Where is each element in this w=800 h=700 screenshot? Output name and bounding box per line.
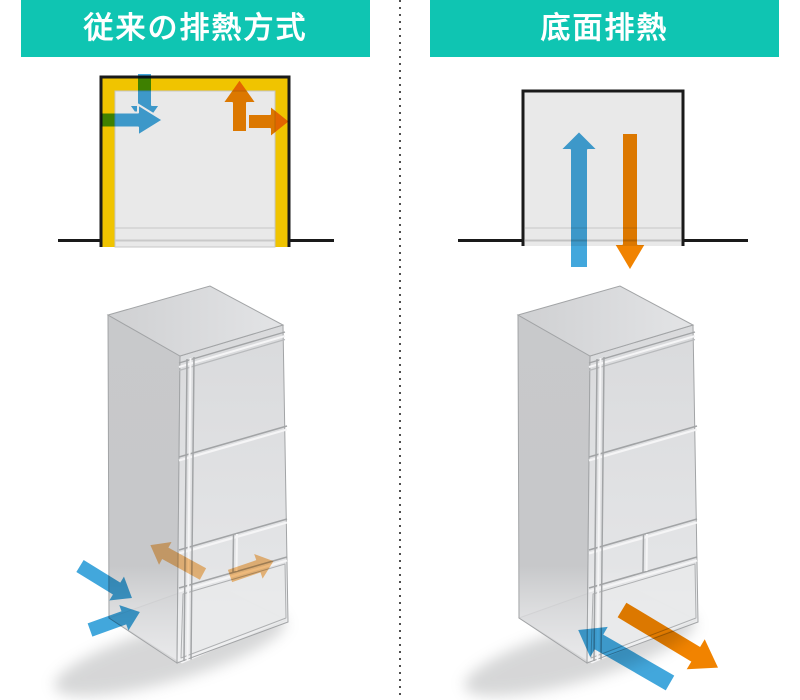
fridge-3d [464,285,719,697]
fridge-left-face [107,314,181,664]
left-fridge-illustration [20,262,340,700]
fridge-top-face [516,285,695,357]
hot-air-out-front-arrow [617,602,719,670]
panel-divider-dotted-line [399,0,401,700]
cool-air-in-right-arrow [99,103,164,137]
fridge-3d [54,285,289,697]
cool-air-in-up-arrow [559,130,599,269]
right-panel-title-bar: 底面排熱 [430,0,779,57]
left-panel-title-bar: 従来の排熱方式 [21,0,370,57]
clearance-alcove-schematic [58,72,334,248]
hot-air-out-side-right-arrow [227,553,274,583]
left-panel-title: 従来の排熱方式 [83,11,308,45]
fridge-cavity [521,89,685,246]
right-fridge-illustration [430,262,750,700]
right-alcove-top-view-diagram [430,60,770,290]
fridge-top-face [106,285,285,357]
cool-air-in-lower-arrow [87,605,140,637]
right-panel-title: 底面排熱 [540,11,669,45]
flush-alcove-schematic [458,89,748,272]
hot-air-out-right-arrow [247,104,291,139]
hot-air-out-back-left-arrow [150,541,207,580]
hot-air-out-down-arrow [613,132,647,272]
left-alcove-top-view-diagram [30,60,370,260]
cool-air-in-front-arrow [578,626,675,691]
fridge-left-face [517,314,591,664]
cool-air-in-upper-arrow [76,560,132,601]
